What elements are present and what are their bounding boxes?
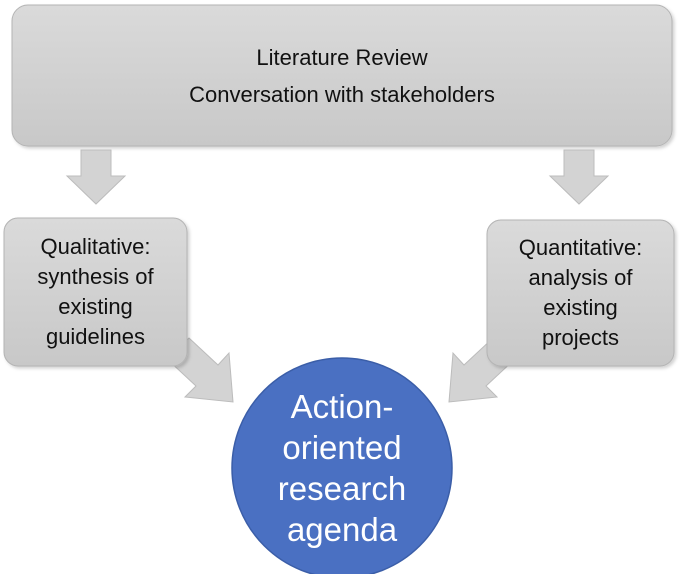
center-circle-text: Action- oriented research agenda [232,365,452,571]
right-box-line-1: Quantitative: [518,235,643,260]
left-box-text: Qualitative: synthesis of existing guide… [4,218,187,366]
top-box-text: Literature Review Conversation with stak… [12,5,672,146]
left-box-line-2: synthesis of [37,264,154,289]
right-box-line-4: projects [541,325,620,350]
left-box [3,217,188,367]
top-box-line-2: Conversation with stakeholders [189,81,495,107]
circle-line-1: Action- [290,388,394,425]
top-box [11,4,673,147]
center-circle [231,357,453,574]
right-box-text: Quantitative: analysis of existing proje… [487,220,674,366]
left-box-line-1: Qualitative: [40,234,151,259]
right-box [486,219,675,367]
down-arrow-right [548,149,610,205]
down-arrow-left [65,149,127,205]
top-box-line-1: Literature Review [256,44,428,70]
right-box-line-2: analysis of [528,265,633,290]
left-box-line-3: existing [58,294,133,319]
right-box-line-3: existing [543,295,618,320]
circle-line-2: oriented [282,429,402,466]
circle-line-4: agenda [286,511,398,548]
left-box-line-4: guidelines [45,324,146,349]
circle-line-3: research [277,470,407,507]
